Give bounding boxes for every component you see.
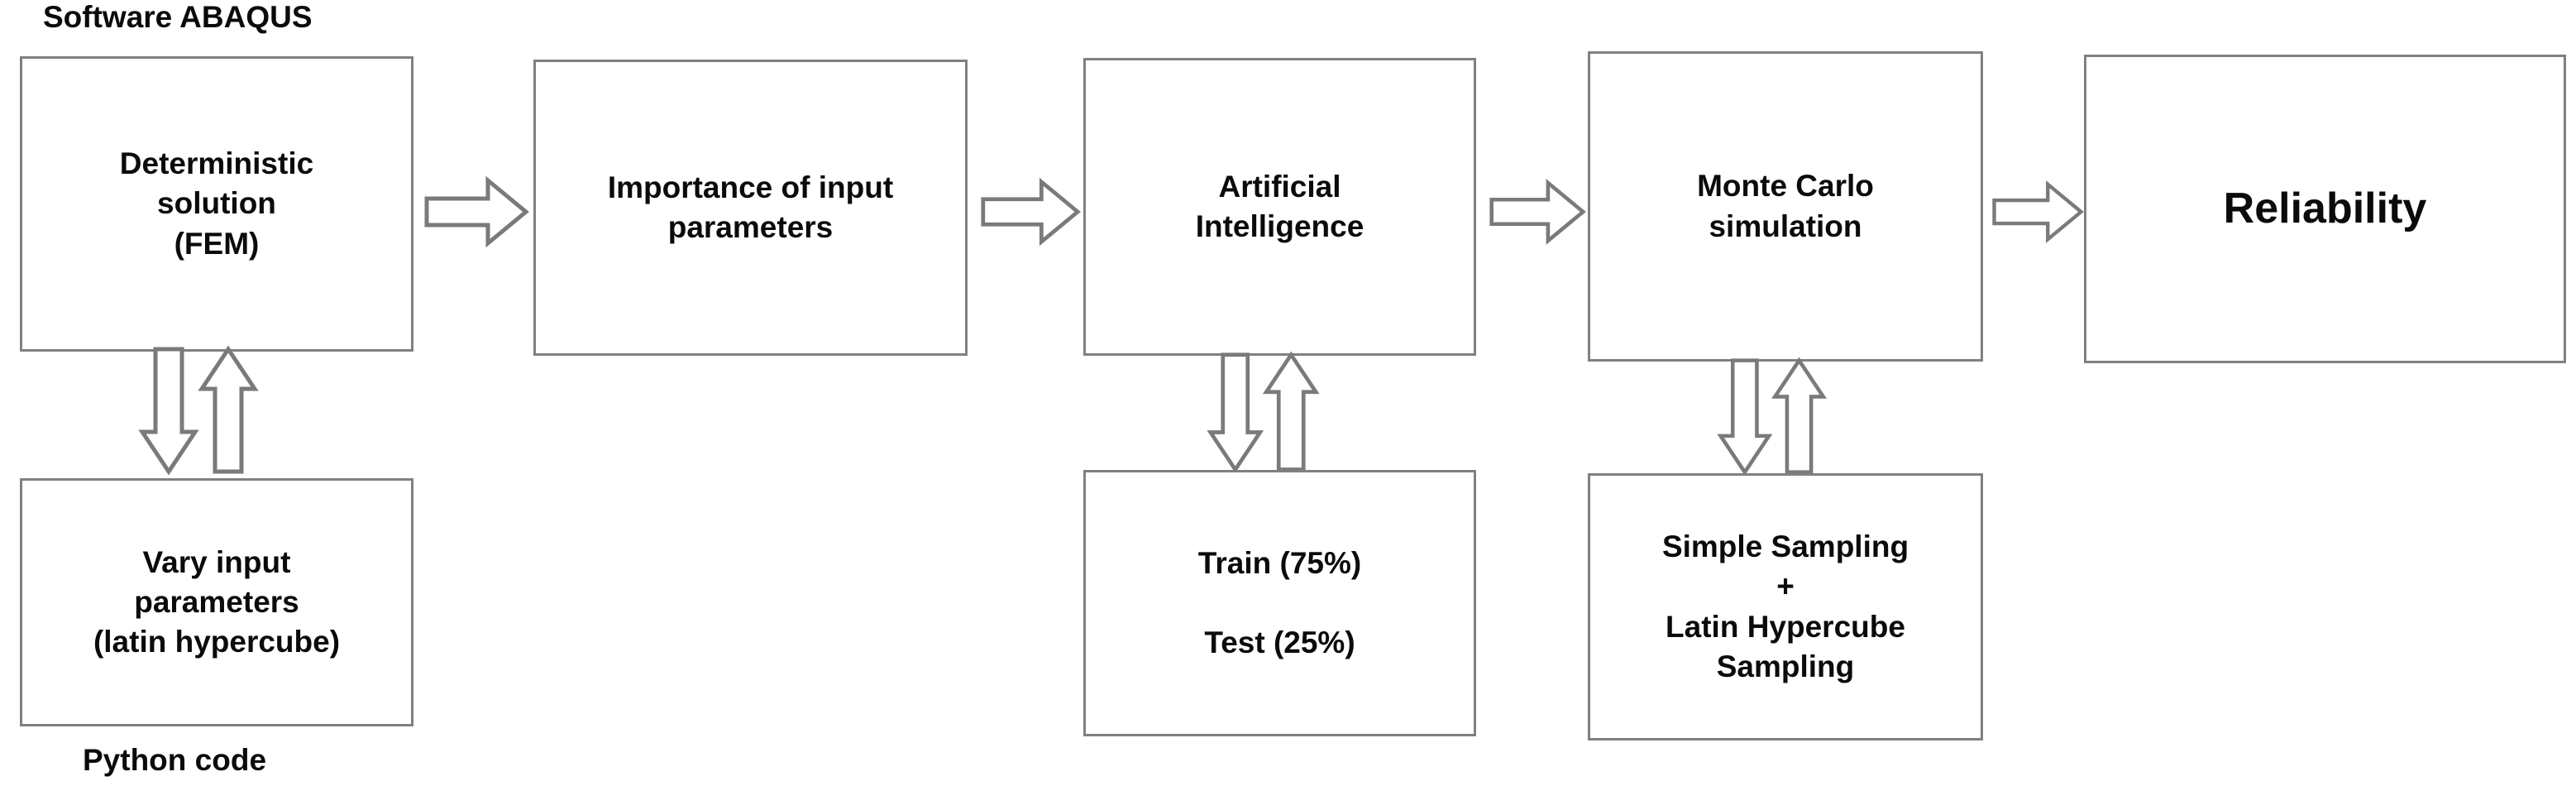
box-monte-carlo-simulation-label: Monte Carlo simulation [1697, 169, 1874, 243]
box-vary-input-parameters[interactable]: Vary input parameters (latin hypercube) [20, 478, 413, 726]
down-arrow-icon [1207, 352, 1264, 473]
box-train-test-split-label: Train (75%) Test (25%) [1197, 545, 1362, 660]
link-montecarlo-sampling [1712, 357, 1844, 478]
link-deterministic-vary-input [138, 345, 271, 478]
down-arrow-icon [1717, 358, 1773, 476]
software-abaqus-caption: Software ABAQUS [43, 0, 313, 34]
python-code-caption: Python code [83, 743, 267, 777]
link-ai-train-test [1203, 351, 1336, 476]
box-artificial-intelligence-label: Artificial Intelligence [1195, 169, 1364, 243]
box-sampling-methods-label: Simple Sampling + Latin Hypercube Sampli… [1661, 530, 1909, 683]
down-arrow-icon [138, 347, 199, 476]
box-deterministic-solution-label: Deterministic solution (FEM) [119, 146, 314, 261]
box-sampling-methods[interactable]: Simple Sampling + Latin Hypercube Sampli… [1588, 473, 1983, 740]
arrow-montecarlo-to-reliability [1991, 175, 2084, 248]
box-vary-input-parameters-label: Vary input parameters (latin hypercube) [93, 544, 341, 659]
arrow-ai-to-montecarlo [1489, 175, 1586, 248]
box-importance-input-parameters[interactable]: Importance of input parameters [533, 60, 968, 356]
box-reliability-label: Reliability [2223, 185, 2427, 233]
box-reliability[interactable]: Reliability [2084, 55, 2566, 363]
box-importance-input-parameters-label: Importance of input parameters [607, 170, 894, 244]
up-arrow-icon [1771, 357, 1828, 474]
up-arrow-icon [1262, 351, 1320, 472]
up-arrow-icon [198, 345, 259, 474]
box-artificial-intelligence[interactable]: Artificial Intelligence [1083, 58, 1476, 356]
box-monte-carlo-simulation[interactable]: Monte Carlo simulation [1588, 51, 1983, 362]
arrow-importance-to-ai [980, 175, 1081, 248]
box-train-test-split[interactable]: Train (75%) Test (25%) [1083, 470, 1476, 736]
box-deterministic-solution[interactable]: Deterministic solution (FEM) [20, 56, 413, 352]
arrow-deterministic-to-importance [423, 175, 529, 248]
